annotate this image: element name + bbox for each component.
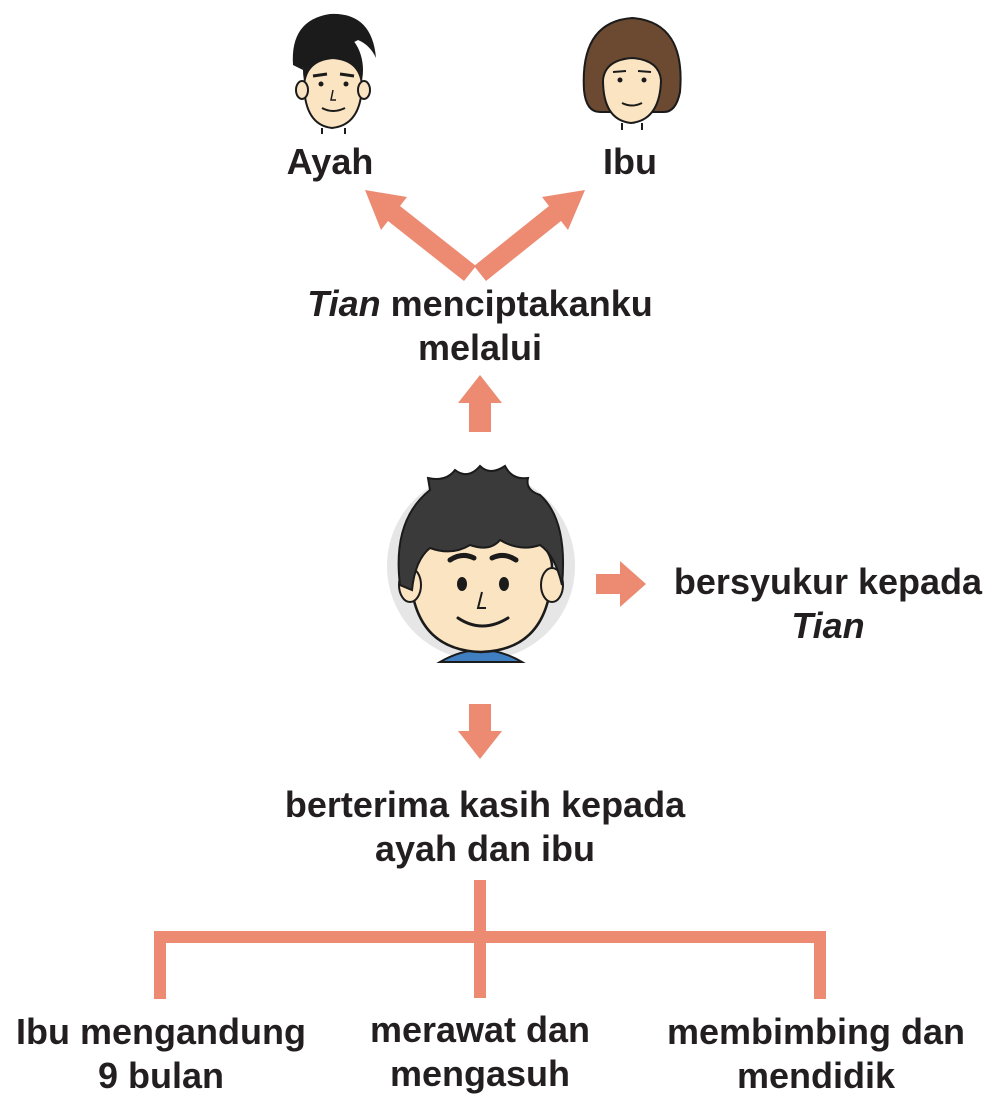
mother-face-icon xyxy=(582,16,682,130)
arrow-to-ayah xyxy=(365,190,476,281)
ibu-label: Ibu xyxy=(603,141,657,182)
arrows xyxy=(365,190,646,759)
menciptakanku-text: menciptakanku xyxy=(380,283,653,324)
reason-2-line1: merawat dan xyxy=(369,1009,591,1050)
melalui-text: melalui xyxy=(417,327,543,368)
ayah-label: Ayah xyxy=(286,141,374,182)
father-face-icon xyxy=(292,13,376,134)
node-bersyukur: bersyukur kepada Tian xyxy=(660,560,996,648)
node-reason-membimbing: membimbing dan mendidik xyxy=(648,1010,984,1098)
arrow-up-to-tian xyxy=(458,375,502,432)
arrow-to-ibu xyxy=(474,190,585,281)
node-ayah: Ayah xyxy=(270,140,390,184)
tian-menciptakanku-line1: Tian menciptakanku xyxy=(280,282,680,326)
node-reason-merawat: merawat dan mengasuh xyxy=(345,1008,615,1096)
arrow-right-to-bersyukur xyxy=(596,561,646,607)
bersyukur-tian: Tian xyxy=(791,605,865,646)
tian-word: Tian xyxy=(307,283,381,324)
reason-1-line1: Ibu mengandung xyxy=(16,1011,306,1052)
tree-connector xyxy=(154,880,826,999)
reason-3-line2: mendidik xyxy=(736,1055,896,1096)
berterima-line1: berterima kasih kepada xyxy=(284,784,686,825)
reason-3-line1: membimbing dan xyxy=(666,1011,966,1052)
node-ibu: Ibu xyxy=(570,140,690,184)
berterima-line2: ayah dan ibu xyxy=(374,828,596,869)
node-tian-menciptakanku: Tian menciptakanku melalui xyxy=(280,282,680,370)
node-berterima-kasih: berterima kasih kepada ayah dan ibu xyxy=(260,783,710,871)
arrow-down-to-berterima xyxy=(458,704,502,759)
boy-face-icon xyxy=(387,464,575,663)
node-reason-mengandung: Ibu mengandung 9 bulan xyxy=(0,1010,322,1098)
reason-2-line2: mengasuh xyxy=(389,1053,571,1094)
bersyukur-line1: bersyukur kepada xyxy=(673,561,983,602)
reason-1-line2: 9 bulan xyxy=(97,1055,225,1096)
